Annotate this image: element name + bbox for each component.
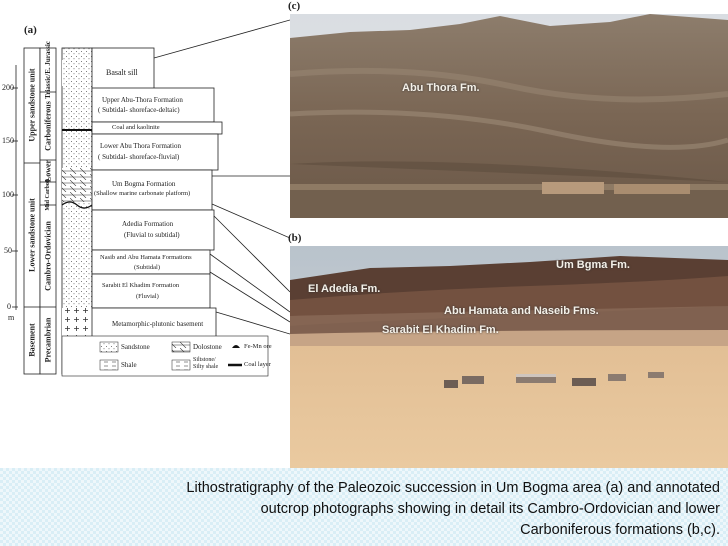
basement-header: Basement (27, 323, 37, 357)
formation-um-bogma: Um Bogma Formation (112, 180, 176, 188)
photo-label-el-adedia: El Adedia Fm. (308, 283, 381, 295)
formation-um-bogma-env: (Shallow marine carbonate platform) (94, 190, 191, 197)
photo-label-sarabit: Sarabit El Khadim Fm. (382, 324, 499, 336)
formation-upper-abu-thora-env: ( Subtidal- shoreface-deltaic) (98, 106, 180, 114)
formation-lower-abu-thora-env: ( Subtidal- shoreface-fluvial) (98, 153, 180, 161)
precambrian-header: Precambrian (43, 317, 53, 363)
connector-line (215, 311, 290, 335)
scale-label: 50 (4, 246, 12, 255)
figure-caption: Lithostratigraphy of the Paleozoic succe… (60, 478, 720, 541)
upper-sandstone-header: Upper sandstone unit (27, 68, 37, 142)
formation-adedia-env: (Fluvial to subtidal) (124, 231, 180, 239)
formation-nasib-env: (Subtidal) (134, 264, 160, 271)
legend-shale: Shale (121, 361, 137, 369)
formation-adedia: Adedia Formation (122, 220, 174, 228)
legend-dolostone: Dolostone (193, 343, 222, 351)
photo-b-outcrop (290, 246, 728, 468)
legend-box (61, 335, 269, 377)
caption-line: Carboniferous formations (b,c). (520, 522, 720, 538)
triassic-header: Triassic/E. Jurassic (44, 41, 52, 99)
caption-line: Lithostratigraphy of the Paleozoic succe… (186, 480, 720, 496)
formation-basalt-sill: Basalt sill (106, 68, 138, 77)
photo-c-abu-thora (290, 14, 728, 218)
formation-nasib: Nasib and Abu Hamata Formations (100, 254, 192, 261)
legend-coal-layer: Coal layer (244, 361, 271, 368)
connector-line (209, 271, 290, 323)
scale-label: 200 (2, 83, 14, 92)
formation-basement: Metamorphic-plutonic basement (112, 320, 204, 328)
legend-sandstone: Sandstone (121, 343, 150, 351)
photo-label-um-bgma: Um Bgma Fm. (556, 259, 630, 271)
formation-sarabit-env: (Fluvial) (136, 293, 159, 300)
lower-sandstone-header: Lower sandstone unit (27, 198, 37, 272)
connector-line (209, 253, 290, 313)
coal-kaolinite-label: Coal and kaolinite (112, 124, 160, 131)
panel-b-label: (b) (288, 232, 302, 244)
stratigraphic-column (12, 19, 290, 377)
formation-upper-abu-thora: Upper Abu-Thora Formation (102, 96, 183, 104)
scale-label: 0 (7, 302, 11, 311)
photo-label-abu-hamata: Abu Hamata and Naseib Fms. (444, 305, 599, 317)
scale-label: 150 (2, 136, 14, 145)
scale-label: 100 (2, 190, 14, 199)
connector-line (153, 19, 290, 59)
connector-line (213, 215, 290, 293)
caption-background (0, 468, 728, 546)
panel-c-label: (c) (288, 0, 301, 12)
connector-line (211, 203, 290, 239)
formation-lower-abu-thora: Lower Abu Thora Formation (100, 142, 181, 150)
panel-a-label: (a) (24, 24, 37, 36)
scale-unit: m (8, 313, 15, 322)
cambro-ordovician-header: Cambro-Ordovician (43, 221, 53, 291)
carboniferous-header: Carboniferous (43, 101, 53, 151)
legend-fe-mn-ore: Fe-Mn ore (244, 343, 272, 350)
mid-carbon-header: Mid Carbon. (45, 177, 51, 211)
legend-siltstone: Siltstone/ Silty shale (193, 357, 219, 370)
formation-sarabit: Sarabit El Khadim Formation (102, 282, 180, 289)
caption-line: outcrop photographs showing in detail it… (260, 501, 720, 517)
photo-label-abu-thora: Abu Thora Fm. (402, 82, 480, 94)
